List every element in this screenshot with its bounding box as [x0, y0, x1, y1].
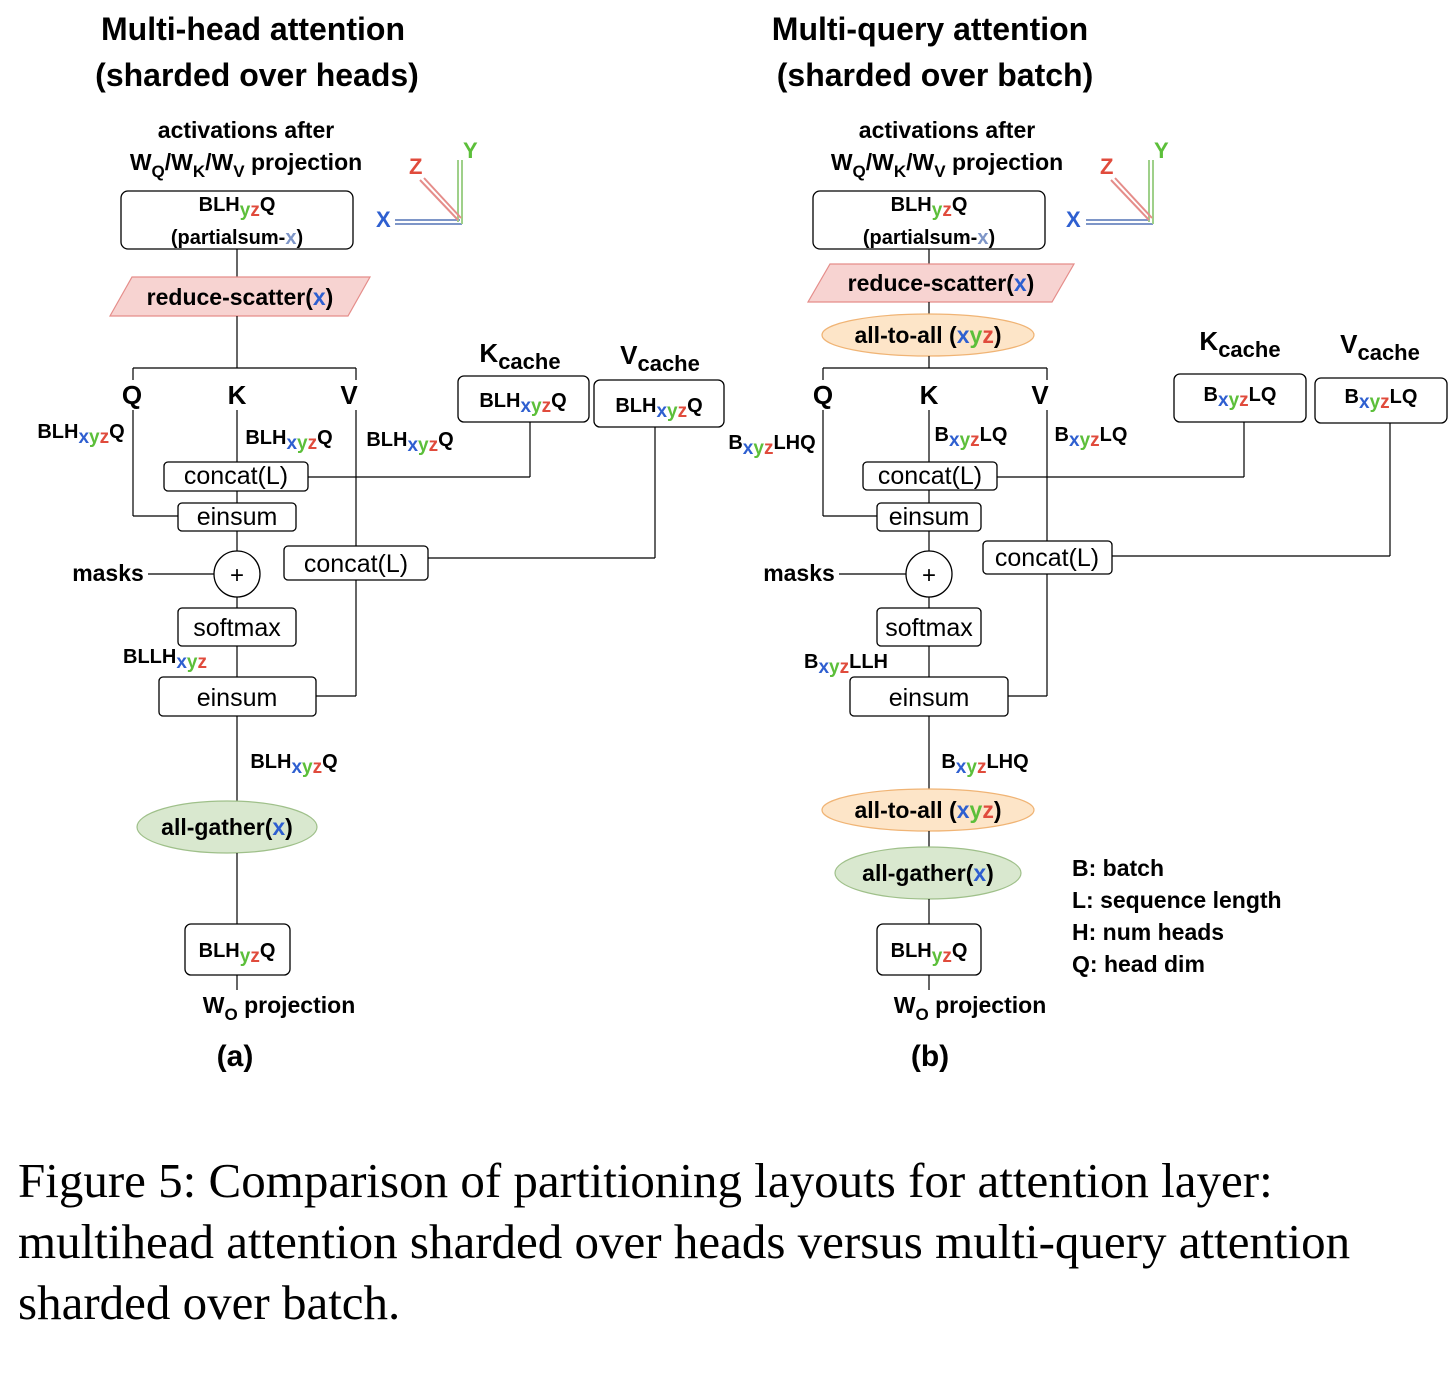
panel-b-einsum1-label: einsum [889, 503, 970, 531]
panel-b-v-cache-box [1314, 377, 1448, 424]
panel-a-reduce-scatter: reduce-scatter(x) [147, 284, 334, 310]
panel-a-plus-label: + [230, 562, 244, 589]
panel-a-v-shape: BLHxyzQ [366, 429, 453, 456]
z-axis-label-b: Z [1100, 154, 1113, 179]
panel-a-input-label-line1: activations after [158, 117, 334, 143]
panel-b-q-shape: BxyzLHQ [728, 432, 815, 459]
axes-xyz-icon: X Y Z [376, 138, 478, 232]
panel-a-wo-label: WO projection [203, 992, 356, 1024]
x-axis-label: X [376, 207, 391, 232]
y-axis-label-b: Y [1154, 138, 1169, 163]
panel-a-v-cache-box [593, 379, 725, 428]
panel-b-title-line2: (sharded over batch) [777, 57, 1094, 93]
panel-a-v-cache-label: Vcache [620, 340, 700, 376]
legend: B: batch L: sequence length H: num heads… [1072, 855, 1282, 977]
panel-a-all-gather-shape [136, 800, 318, 854]
panel-a-panel-label: (a) [217, 1040, 254, 1073]
panel-b-all-to-all-1: all-to-all (xyz) [855, 322, 1002, 348]
panel-a-k-cache-box [457, 375, 590, 423]
panel-a-k-shape: BLHxyzQ [245, 427, 332, 454]
panel-b-k-cache-shape: BxyzLQ [1204, 384, 1277, 411]
panel-b-all-gather-shape [834, 846, 1022, 900]
panel-a-title-line2: (sharded over heads) [95, 57, 419, 93]
panel-a-q-label: Q [122, 380, 142, 410]
legend-item: H: num heads [1072, 919, 1224, 945]
panel-a-einsum1-label: einsum [197, 503, 278, 531]
panel-a-concat-v-label: concat(L) [304, 550, 408, 578]
panel-b-out-shape: BxyzLHQ [941, 751, 1028, 778]
panel-b-q-label: Q [813, 380, 833, 410]
attention-partitioning-diagram: .ln { stroke:#000; stroke-width:1.2; fil… [37, 11, 1448, 1073]
panel-b-input-box-line1: BLHyzQ [891, 194, 968, 221]
panel-b-plus-label: + [922, 562, 936, 589]
panel-a-einsum2-label: einsum [197, 684, 278, 712]
panel-a-concat-k-label: concat(L) [184, 462, 288, 490]
panel-a-v-cache-shape: BLHxyzQ [615, 395, 702, 422]
panel-a-input-box-line1: BLHyzQ [199, 194, 276, 221]
panel-b-softmax-shape: BxyzLLH [804, 651, 888, 678]
panel-b-k-label: K [920, 380, 939, 410]
panel-a-reduce-scatter-shape [108, 276, 372, 317]
panel-b-all-gather: all-gather(x) [862, 860, 994, 886]
panel-b-v-shape: BxyzLQ [1055, 424, 1128, 451]
panel-b-reduce-scatter-shape [806, 263, 1076, 303]
panel-b-input-label-line1: activations after [859, 117, 1035, 143]
panel-b-reduce-scatter: reduce-scatter(x) [848, 270, 1035, 296]
panel-a-input-label-line2: WQ/WK/WV projection [130, 149, 362, 181]
legend-item: L: sequence length [1072, 887, 1282, 913]
panel-a-v-label: V [340, 380, 358, 410]
panel-b-k-cache-label: Kcache [1199, 326, 1280, 362]
panel-b-input-label-line2: WQ/WK/WV projection [831, 149, 1063, 181]
panel-a-input-box-line2: (partialsum-x) [171, 227, 303, 249]
x-axis-label-b: X [1066, 207, 1081, 232]
panel-a-out-shape: BLHxyzQ [250, 751, 337, 778]
panel-a-title-line1: Multi-head attention [101, 11, 405, 47]
panel-b-all-to-all-2-shape [821, 788, 1035, 832]
figure-caption: Figure 5: Comparison of partitioning lay… [18, 1153, 1351, 1330]
panel-b-input-box-line2: (partialsum-x) [863, 227, 995, 249]
panel-b-concat-k-label: concat(L) [878, 462, 982, 490]
panel-b-concat-v-label: concat(L) [995, 544, 1099, 572]
panel-b-einsum2-label: einsum [889, 684, 970, 712]
panel-a-softmax-label: softmax [193, 614, 281, 642]
panel-b-wo-label: WO projection [894, 992, 1047, 1024]
panel-a-k-label: K [228, 380, 247, 410]
legend-item: B: batch [1072, 855, 1164, 881]
panel-b-final-shape: BLHyzQ [891, 940, 968, 967]
panel-b-all-to-all-1-shape [821, 313, 1035, 357]
panel-b-k-cache-box [1173, 373, 1307, 423]
panel-b-k-shape: BxyzLQ [935, 424, 1008, 451]
panel-b-all-to-all-2: all-to-all (xyz) [855, 797, 1002, 823]
panel-b: Multi-query attention (sharded over batc… [728, 11, 1448, 1073]
z-axis-label: Z [409, 154, 422, 179]
panel-b-softmax-label: softmax [885, 614, 973, 642]
axes-xyz-icon-b: X Y Z [1066, 138, 1169, 232]
panel-a-concat-k [163, 461, 309, 492]
panel-b-panel-label: (b) [911, 1040, 949, 1073]
panel-a-k-cache-shape: BLHxyzQ [479, 390, 566, 417]
panel-b-v-cache-label: Vcache [1340, 329, 1420, 365]
panel-b-title-line1: Multi-query attention [772, 11, 1088, 47]
panel-a-final-shape: BLHyzQ [199, 940, 276, 967]
panel-a-k-cache-label: Kcache [479, 338, 560, 374]
panel-a-softmax-shape: BLLHxyz [123, 646, 207, 673]
panel-b-v-cache-shape: BxyzLQ [1345, 386, 1418, 413]
panel-a-masks-label: masks [72, 560, 144, 586]
panel-a-all-gather: all-gather(x) [161, 814, 293, 840]
panel-b-masks-label: masks [763, 560, 835, 586]
panel-b-concat-k [862, 461, 998, 491]
panel-a-q-shape: BLHxyzQ [37, 421, 124, 448]
panel-a: Multi-head attention (sharded over heads… [37, 11, 725, 1073]
legend-item: Q: head dim [1072, 951, 1205, 977]
y-axis-label: Y [463, 138, 478, 163]
panel-b-v-label: V [1031, 380, 1049, 410]
